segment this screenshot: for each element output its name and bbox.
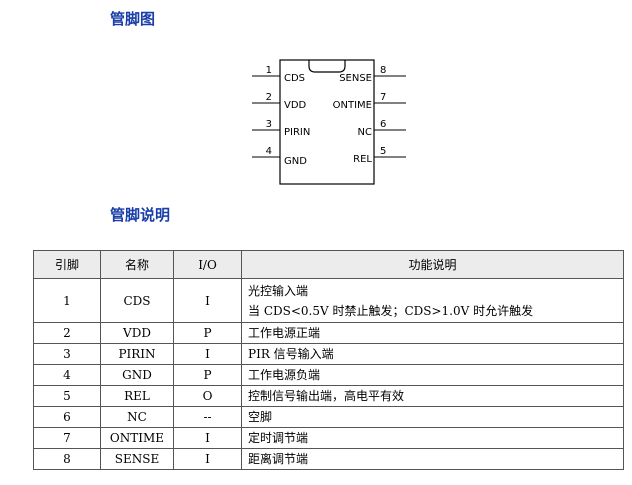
- table-row: 6 NC -- 空脚: [33, 406, 624, 428]
- pin-name-ontime: ONTIME: [333, 100, 372, 111]
- pin-number-5: 5: [380, 146, 386, 157]
- table-row: 2 VDD P 工作电源正端: [33, 322, 624, 344]
- cell-name: SENSE: [100, 448, 174, 470]
- cell-function: 距离调节端: [241, 448, 624, 470]
- pin-number-3: 3: [266, 119, 272, 130]
- table-row: 5 REL O 控制信号输出端，高电平有效: [33, 385, 624, 407]
- pin-name-pirin: PIRIN: [284, 127, 310, 138]
- cell-name: GND: [100, 364, 174, 386]
- cell-pin: 3: [33, 343, 101, 365]
- pin-name-cds: CDS: [284, 73, 305, 84]
- cell-io: P: [173, 322, 242, 344]
- cell-io: I: [173, 343, 242, 365]
- cell-io: I: [173, 278, 242, 323]
- cell-io: I: [173, 427, 242, 449]
- pin-number-2: 2: [266, 92, 272, 103]
- cell-pin: 2: [33, 322, 101, 344]
- table-row: 4 GND P 工作电源负端: [33, 364, 624, 386]
- table-row: 1 CDS I 光控输入端 当 CDS<0.5V 时禁止触发；CDS>1.0V …: [33, 278, 624, 323]
- cell-io: --: [173, 406, 242, 428]
- cell-function: 控制信号输出端，高电平有效: [241, 385, 624, 407]
- cell-function: 工作电源正端: [241, 322, 624, 344]
- cell-io: P: [173, 364, 242, 386]
- pin-number-7: 7: [380, 92, 386, 103]
- pin-description-table: 引脚 名称 I/O 功能说明 1 CDS I 光控输入端 当 CDS<0.5V …: [33, 250, 624, 470]
- pin-number-4: 4: [266, 146, 272, 157]
- cell-pin: 4: [33, 364, 101, 386]
- pin-description-heading: 管脚说明: [110, 206, 171, 224]
- cell-name: PIRIN: [100, 343, 174, 365]
- pin-number-1: 1: [266, 65, 272, 76]
- ic-orientation-notch: [308, 60, 346, 73]
- pin-number-8: 8: [380, 65, 386, 76]
- cell-io: I: [173, 448, 242, 470]
- pinout-heading: 管脚图: [110, 10, 156, 28]
- header-io: I/O: [173, 250, 242, 279]
- cell-function: 光控输入端 当 CDS<0.5V 时禁止触发；CDS>1.0V 时允许触发: [241, 278, 624, 323]
- cell-name: ONTIME: [100, 427, 174, 449]
- pin-name-nc: NC: [358, 127, 372, 138]
- pin-number-6: 6: [380, 119, 386, 130]
- cell-io: O: [173, 385, 242, 407]
- cell-pin: 8: [33, 448, 101, 470]
- cell-pin: 6: [33, 406, 101, 428]
- table-row: 3 PIRIN I PIR 信号输入端: [33, 343, 624, 365]
- ic-pinout-diagram: 1 2 3 4 CDS VDD PIRIN GND 8 7 6 5 SENSE …: [252, 59, 406, 185]
- ic-package-body: [279, 59, 375, 185]
- function-line: 当 CDS<0.5V 时禁止触发；CDS>1.0V 时允许触发: [248, 303, 534, 318]
- header-pin: 引脚: [33, 250, 101, 279]
- table-header-row: 引脚 名称 I/O 功能说明: [33, 250, 624, 279]
- pin-name-rel: REL: [353, 154, 372, 165]
- cell-name: REL: [100, 385, 174, 407]
- pin-name-vdd: VDD: [284, 100, 307, 111]
- pin-name-gnd: GND: [284, 156, 307, 167]
- cell-function: 空脚: [241, 406, 624, 428]
- table-row: 7 ONTIME I 定时调节端: [33, 427, 624, 449]
- cell-function: 工作电源负端: [241, 364, 624, 386]
- cell-pin: 5: [33, 385, 101, 407]
- cell-name: VDD: [100, 322, 174, 344]
- cell-name: NC: [100, 406, 174, 428]
- cell-pin: 7: [33, 427, 101, 449]
- cell-function: 定时调节端: [241, 427, 624, 449]
- cell-pin: 1: [33, 278, 101, 323]
- pin-name-sense: SENSE: [339, 73, 372, 84]
- cell-name: CDS: [100, 278, 174, 323]
- function-line: 光控输入端: [248, 283, 309, 298]
- header-function: 功能说明: [241, 250, 624, 279]
- header-name: 名称: [100, 250, 174, 279]
- cell-function: PIR 信号输入端: [241, 343, 624, 365]
- table-row: 8 SENSE I 距离调节端: [33, 448, 624, 470]
